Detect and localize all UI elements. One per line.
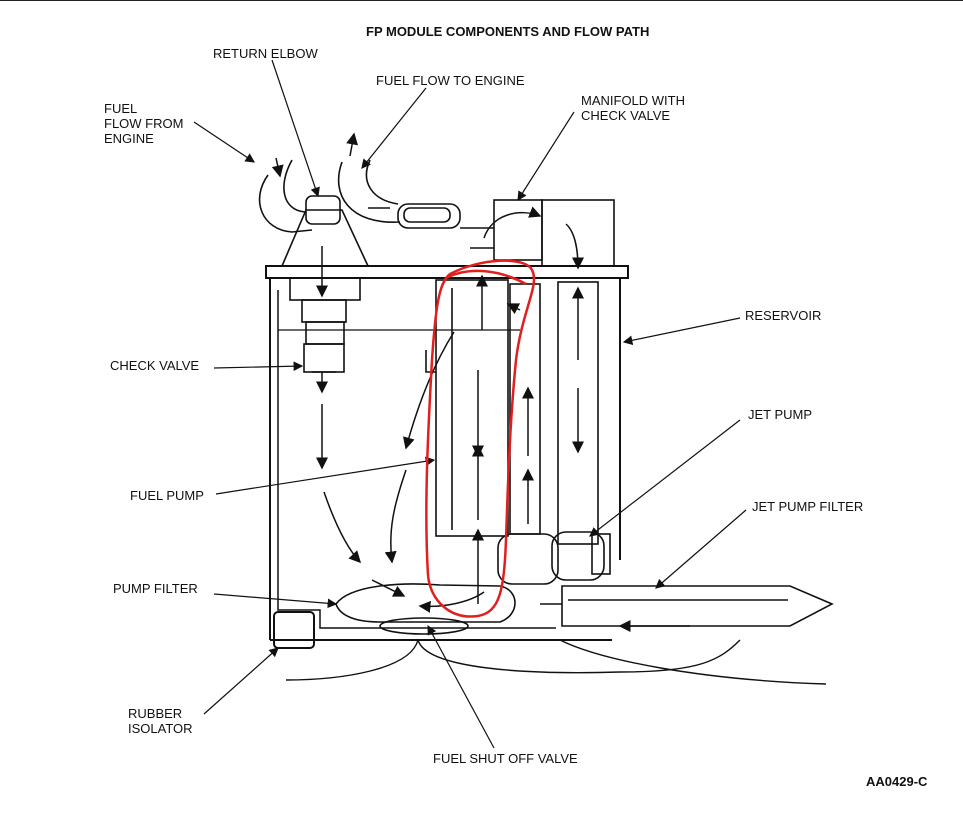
diagram-title: FP MODULE COMPONENTS AND FLOW PATH xyxy=(366,24,650,39)
fuel-pump-body xyxy=(425,279,611,585)
label-manifold-with-check-valve: MANIFOLD WITH CHECK VALVE xyxy=(581,93,685,123)
label-fuel-shut-off-valve: FUEL SHUT OFF VALVE xyxy=(433,751,578,766)
figure-id: AA0429-C xyxy=(866,774,928,789)
label-return-elbow: RETURN ELBOW xyxy=(213,46,318,61)
leader-return-elbow xyxy=(271,59,320,198)
return-elbow-assembly xyxy=(258,159,369,373)
label-fuel-flow-from-engine: FUEL FLOW FROM ENGINE xyxy=(104,101,184,146)
leader-fuel-shut-off-valve xyxy=(427,624,495,749)
label-pump-filter: PUMP FILTER xyxy=(113,581,198,596)
leader-fuel-flow-from-engine xyxy=(193,121,255,163)
leader-reservoir xyxy=(622,317,741,345)
leader-lines xyxy=(193,59,747,749)
jet-pump-filter xyxy=(540,585,834,627)
leader-jet-pump-filter xyxy=(655,509,747,589)
label-jet-pump-filter: JET PUMP FILTER xyxy=(752,499,864,514)
label-check-valve: CHECK VALVE xyxy=(110,358,200,373)
label-fuel-flow-to-engine: FUEL FLOW TO ENGINE xyxy=(376,73,525,88)
pump-filter xyxy=(335,583,516,635)
leader-manifold xyxy=(517,111,575,202)
leader-check-valve xyxy=(213,361,304,371)
rubber-isolator-shape xyxy=(273,611,315,649)
leader-jet-pump xyxy=(589,419,741,537)
label-reservoir: RESERVOIR xyxy=(745,308,822,323)
reservoir-housing xyxy=(265,265,629,649)
leader-fuel-pump xyxy=(215,456,436,495)
red-annotation-circle xyxy=(425,259,536,618)
manifold-assembly xyxy=(337,159,615,267)
label-fuel-pump: FUEL PUMP xyxy=(130,488,204,503)
top-border xyxy=(0,0,963,1)
leader-fuel-flow-to-engine xyxy=(361,87,427,169)
leader-pump-filter xyxy=(213,593,338,609)
flow-arrows xyxy=(271,132,690,632)
leader-rubber-isolator xyxy=(203,647,279,715)
label-jet-pump: JET PUMP xyxy=(748,407,813,422)
label-rubber-isolator: RUBBER ISOLATOR xyxy=(128,706,193,736)
bottom-strap xyxy=(285,639,827,685)
